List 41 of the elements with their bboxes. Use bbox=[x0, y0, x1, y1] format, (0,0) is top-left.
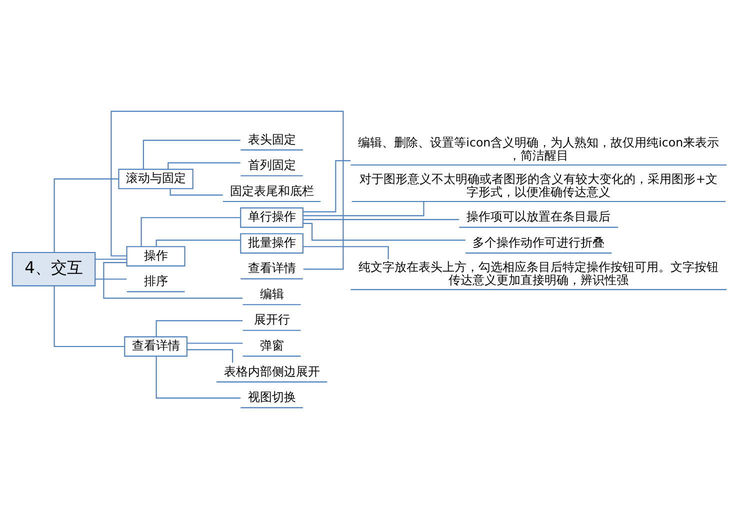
node-text: 首列固定 bbox=[248, 158, 296, 172]
connector bbox=[303, 201, 424, 216]
node-box: 操作 bbox=[126, 246, 186, 266]
connector bbox=[54, 178, 119, 252]
node-text: 弹窗 bbox=[260, 338, 284, 352]
connector bbox=[187, 342, 243, 344]
connector bbox=[303, 222, 466, 240]
node-text: 视图切换 bbox=[248, 390, 296, 404]
node-text: 排序 bbox=[144, 274, 168, 288]
connector bbox=[95, 258, 127, 260]
connector bbox=[303, 218, 460, 220]
connector bbox=[156, 239, 241, 246]
connector bbox=[103, 262, 242, 298]
connector bbox=[140, 216, 241, 246]
connector bbox=[156, 320, 243, 336]
connector bbox=[156, 356, 241, 398]
node-text: 表格内部侧边展开 bbox=[224, 364, 320, 378]
node-box: 单行操作 bbox=[240, 206, 304, 228]
connector bbox=[170, 188, 223, 196]
node-text: 多个操作动作可进行折叠 bbox=[472, 234, 605, 249]
node-text: 编辑 bbox=[260, 286, 284, 300]
node-box: 滚动与固定 bbox=[118, 168, 194, 189]
node-box: 批量操作 bbox=[240, 232, 304, 254]
connector bbox=[142, 139, 240, 169]
node-text: 展开行 bbox=[254, 312, 290, 326]
connector bbox=[110, 110, 344, 270]
node-box: 查看详情 bbox=[124, 336, 188, 356]
node-text: 查看详情 bbox=[248, 260, 296, 275]
node-text: 对于图形意义不太明确或者图形的含义有较大变化的，采用图形+文字形式，以便准确传达意义 bbox=[360, 172, 718, 198]
connector bbox=[54, 285, 124, 347]
node-text: 表头固定 bbox=[248, 132, 296, 146]
node-text: 纯文字放在表头上方，勾选相应条目后特定操作按钮可用。文字按钮传达意义更加直接明确，辨识性强 bbox=[358, 260, 719, 286]
node-text: 固定表尾和底栏 bbox=[230, 183, 314, 198]
connector bbox=[95, 278, 127, 280]
connector bbox=[168, 162, 240, 169]
node-box: 4、交互 bbox=[12, 251, 96, 286]
node-text: 编辑、删除、设置等icon含义明确，为人熟知，故仅用纯icon来表示，简洁醒目 bbox=[358, 135, 720, 162]
connector bbox=[302, 160, 351, 212]
node-text: 操作项可以放置在条目最后 bbox=[466, 209, 611, 224]
connector bbox=[187, 348, 234, 362]
connector bbox=[303, 246, 389, 259]
